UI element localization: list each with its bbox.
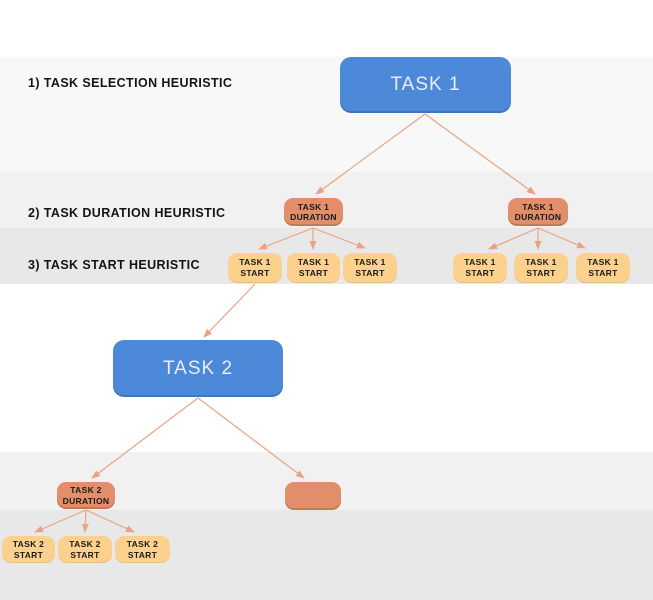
task1-start-node-left-1: TASK 1 START: [228, 253, 282, 283]
label-task-duration-heuristic: 2) TASK DURATION HEURISTIC: [28, 206, 226, 220]
task2-start-node-3: TASK 2 START: [115, 536, 170, 563]
task2-node: TASK 2: [113, 340, 283, 397]
node-text-line: START: [526, 268, 556, 278]
node-text-line: TASK 1: [297, 257, 330, 267]
node-text-line: START: [240, 268, 270, 278]
arrow-start-to-task2: [203, 283, 256, 338]
task2-duration-node: TASK 2 DURATION: [57, 482, 115, 509]
node-text-line: START: [13, 549, 44, 560]
task2-start-node-1: TASK 2 START: [2, 536, 55, 563]
node-text-line: START: [70, 549, 100, 560]
node-text-line: DURATION: [290, 212, 337, 222]
node-text-line: START: [127, 549, 158, 560]
node-text-line: TASK 1: [464, 257, 496, 267]
node-text-line: START: [588, 268, 618, 278]
node-text-line: TASK 2: [126, 538, 159, 549]
task2-start-node-2: TASK 2 START: [58, 536, 112, 563]
node-text-line: START: [465, 268, 495, 278]
band-task-selection: [0, 57, 653, 172]
task1-node: TASK 1: [340, 57, 511, 113]
task1-start-node-right-3: TASK 1 START: [576, 253, 630, 283]
node-text-line: TASK 1: [354, 257, 386, 267]
task1-start-node-right-1: TASK 1 START: [453, 253, 507, 283]
node-text-line: TASK 1: [587, 257, 619, 267]
label-task-start-heuristic: 3) TASK START HEURISTIC: [28, 258, 200, 272]
task1-start-node-right-2: TASK 1 START: [514, 253, 568, 283]
node-text-line: TASK 1: [239, 257, 271, 267]
task1-start-node-left-3: TASK 1 START: [343, 253, 397, 283]
node-text-line: TASK 1: [525, 257, 557, 267]
task1-duration-node-left: TASK 1 DURATION: [284, 198, 343, 226]
node-text-line: START: [298, 268, 329, 278]
node-text-line: START: [355, 268, 385, 278]
task1-duration-node-right: TASK 1 DURATION: [508, 198, 568, 226]
node-text-line: DURATION: [514, 212, 562, 222]
node-text-line: TASK 2: [70, 485, 102, 495]
task2-node-label: TASK 2: [162, 357, 234, 379]
node-text-line: TASK 2: [69, 538, 101, 549]
node-text-line: TASK 1: [297, 201, 330, 212]
empty-duration-node: [285, 482, 341, 510]
task1-start-node-left-2: TASK 1 START: [287, 253, 340, 283]
label-task-selection-heuristic: 1) TASK SELECTION HEURISTIC: [28, 76, 233, 90]
node-text-line: TASK 1: [522, 201, 554, 212]
node-text-line: TASK 2: [12, 538, 45, 549]
node-text-line: DURATION: [62, 495, 110, 506]
task1-node-label: TASK 1: [390, 74, 461, 95]
